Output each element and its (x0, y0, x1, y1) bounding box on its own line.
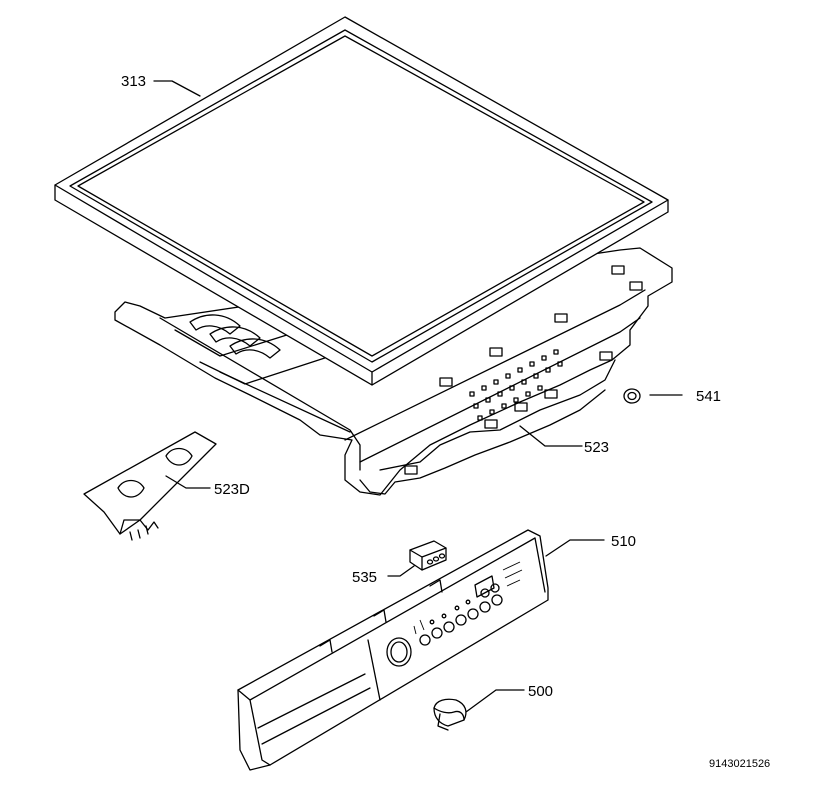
control-buttons (419, 583, 503, 646)
part-523d-bracket (83, 431, 217, 541)
label-523: 523 (584, 439, 609, 456)
label-313: 313 (121, 73, 146, 90)
label-500: 500 (528, 683, 553, 700)
leader-lines (153, 80, 683, 713)
label-541: 541 (696, 388, 721, 405)
part-535-button-insert (409, 540, 447, 571)
document-number: 9143021526 (709, 758, 770, 770)
part-313-worktop (54, 16, 669, 386)
vent-hole-pattern (469, 349, 563, 421)
label-535: 535 (352, 569, 377, 586)
label-510: 510 (611, 533, 636, 550)
part-541-washer (623, 388, 641, 404)
part-510-control-panel (237, 529, 549, 771)
part-500-knob (433, 698, 467, 731)
label-523d: 523D (214, 481, 250, 498)
